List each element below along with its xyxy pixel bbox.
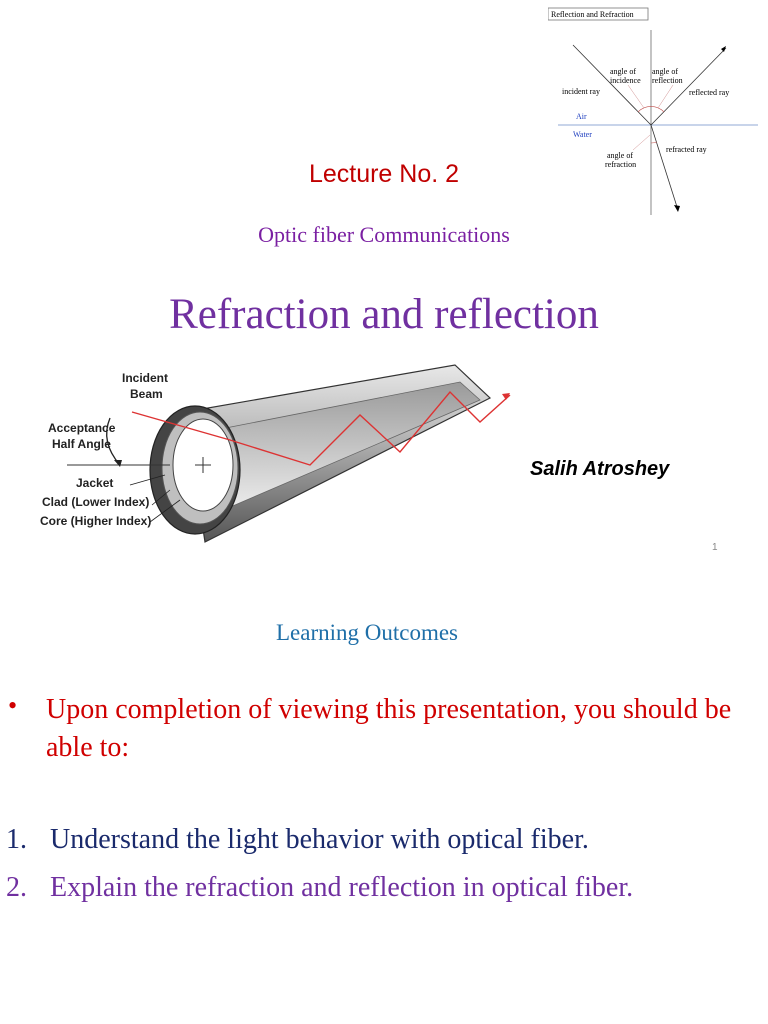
clad-label: Clad (Lower Index)	[42, 495, 149, 509]
slide-1: Reflection and Refraction angle of incid…	[40, 7, 758, 553]
slide-title: Refraction and reflection	[169, 291, 599, 338]
incident-beam-label-1: Incident	[122, 371, 168, 385]
refracted-ray-label: refracted ray	[666, 145, 707, 154]
bullet-icon: •	[8, 691, 18, 720]
slide-number: 1	[712, 542, 718, 553]
intro-text: Upon completion of viewing this presenta…	[46, 694, 732, 763]
reflection-refraction-diagram: Reflection and Refraction angle of incid…	[548, 7, 758, 215]
incident-beam-label-2: Beam	[130, 387, 163, 401]
angle-refraction-label-1: angle of	[607, 151, 633, 160]
angle-incidence-label-2: incidence	[610, 76, 641, 85]
diagram-title: Reflection and Refraction	[551, 10, 634, 19]
water-label: Water	[573, 130, 592, 139]
angle-refraction-label-2: refraction	[605, 160, 636, 169]
acceptance-label-2: Half Angle	[52, 437, 111, 451]
air-label: Air	[576, 112, 587, 121]
angle-reflection-label-2: reflection	[652, 76, 683, 85]
course-title: Optic fiber Communications	[258, 222, 510, 247]
outcome-text: Explain the refraction and reflection in…	[50, 872, 634, 903]
outcome-number: 2.	[6, 872, 27, 903]
core-label: Core (Higher Index)	[40, 514, 151, 528]
outcome-text: Understand the light behavior with optic…	[50, 824, 589, 855]
jacket-label: Jacket	[76, 476, 113, 490]
learning-outcomes-heading: Learning Outcomes	[275, 620, 459, 645]
reflected-ray-label: reflected ray	[689, 88, 729, 97]
author-name: Salih Atroshey	[530, 458, 670, 480]
lecture-number: Lecture No. 2	[308, 160, 460, 188]
optical-fiber-diagram: Incident Beam Acceptance Half Angle Jack…	[40, 364, 511, 543]
slide-2: Learning Outcomes • Upon completion of v…	[0, 585, 768, 1024]
angle-reflection-label-1: angle of	[652, 67, 678, 76]
angle-incidence-label-1: angle of	[610, 67, 636, 76]
incident-ray-label: incident ray	[562, 87, 600, 96]
outcome-number: 1.	[6, 824, 27, 855]
acceptance-label-1: Acceptance	[48, 421, 116, 435]
